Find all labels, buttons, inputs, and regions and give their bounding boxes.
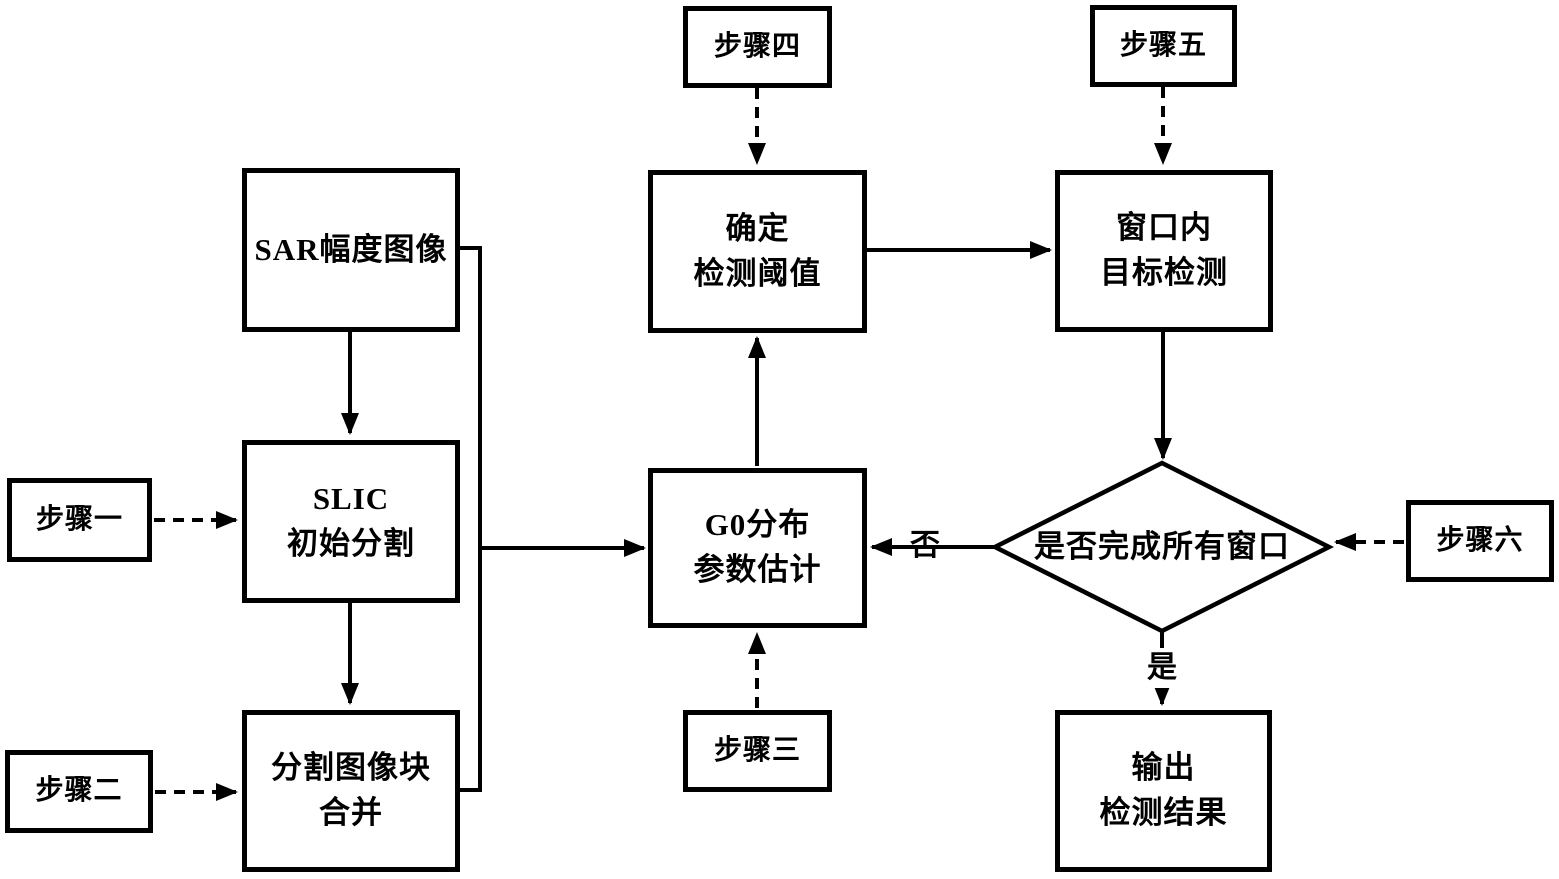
node-decision-all-windows-done: 是否完成所有窗口: [1034, 528, 1290, 564]
decision-diamond-shape: [989, 460, 1335, 634]
node-step-four: 步骤四: [683, 6, 832, 88]
node-step-one: 步骤一: [7, 478, 152, 562]
edge-label-yes: 是: [1142, 648, 1182, 688]
node-merge-segmented-blocks: 分割图像块 合并: [242, 710, 460, 872]
node-step-two: 步骤二: [5, 750, 153, 833]
node-step-three: 步骤三: [683, 710, 832, 792]
node-determine-threshold: 确定 检测阈值: [648, 170, 867, 333]
node-output-detection-results: 输出 检测结果: [1055, 710, 1272, 872]
node-step-six: 步骤六: [1406, 500, 1554, 582]
node-slic-initial-segmentation: SLIC 初始分割: [242, 440, 460, 603]
node-step-five: 步骤五: [1090, 5, 1237, 87]
node-sar-amplitude-image: SAR幅度图像: [242, 168, 460, 332]
edge-label-no: 否: [910, 529, 940, 563]
node-window-target-detection: 窗口内 目标检测: [1055, 170, 1273, 332]
node-g0-parameter-estimation: G0分布 参数估计: [648, 468, 867, 628]
edge-trunk-sar-merge: [458, 246, 482, 792]
